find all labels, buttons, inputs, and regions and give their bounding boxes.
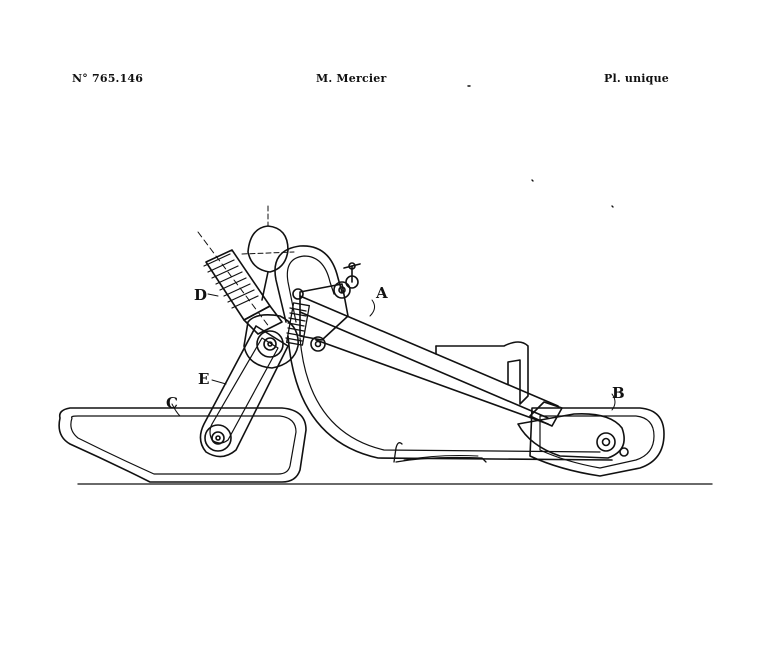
label-leaders (171, 293, 616, 417)
valve-knob (343, 262, 361, 289)
main-frame (287, 335, 613, 461)
engine-pulley (256, 330, 284, 358)
print-specks (467, 85, 614, 208)
label-b: B (612, 384, 625, 402)
pivot-block (292, 281, 351, 352)
drive-wheel (204, 424, 232, 452)
label-c: C (166, 394, 178, 412)
arm-a (299, 295, 625, 459)
fuel-tank (241, 205, 295, 301)
author-name: M. Mercier (316, 72, 387, 85)
label-d: D (194, 286, 207, 304)
label-a: A (375, 284, 388, 302)
rear-track (58, 407, 307, 483)
front-pivot-wheel (596, 432, 629, 457)
crankcase (243, 314, 299, 369)
plate-label: Pl. unique (604, 72, 669, 85)
foot-lever (393, 442, 487, 463)
rear-box (435, 341, 529, 405)
label-e: E (198, 370, 209, 388)
handle-bow (274, 245, 343, 323)
patent-number: N° 765.146 (72, 72, 144, 85)
engine-cylinder (197, 231, 283, 335)
